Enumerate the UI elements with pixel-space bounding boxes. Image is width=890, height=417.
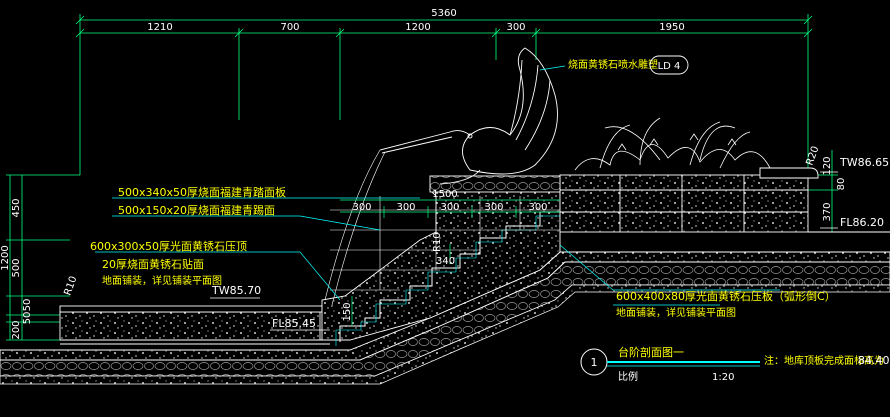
dim-right-120: 120: [822, 156, 833, 175]
callout-paving-2: 500x150x20厚烧面福建青踢面: [118, 203, 275, 217]
detail-ref-text: LD 4: [658, 61, 681, 72]
left-planter-wall: [59, 305, 330, 345]
title-number: 1: [591, 356, 598, 369]
dim-step-radius: R10: [432, 232, 443, 252]
dim-left-500: 500: [11, 258, 22, 277]
dim-tread-1: 300: [352, 202, 371, 213]
left-dimension-chain: [6, 174, 80, 341]
dim-riser-340: 340: [436, 256, 455, 267]
top-dimension-chain: [75, 14, 813, 175]
shrub-planting: [574, 117, 771, 171]
dim-right-80: 80: [836, 178, 847, 191]
detail-ref-bubble: LD 4: [649, 55, 689, 75]
dim-seg-1: 1210: [147, 22, 172, 33]
title-scale-label: 比例: [618, 370, 638, 383]
callout-paving-1: 500x340x50厚烧面福建青踏面板: [118, 185, 286, 199]
water-jet: [324, 149, 386, 306]
dim-seg-4: 300: [506, 22, 525, 33]
callout-slab-1: 600x400x80厚光面黄锈石压板（弧形倒C）: [616, 289, 836, 303]
level-tw-right: TW86.65: [839, 156, 889, 169]
callout-coping-2: 20厚烧面黄锈石贴面: [102, 257, 204, 271]
dim-tread-3: 300: [440, 202, 459, 213]
level-tw-left: TW85.70: [211, 284, 261, 297]
stone-cladding-grid: [330, 196, 560, 291]
dim-riser-150: 150: [342, 302, 353, 321]
dim-left-total: 1200: [0, 245, 11, 270]
callout-coping-3: 地面铺装，详见铺装平面图: [102, 274, 222, 287]
callout-slab-2: 地面铺装，详见铺装平面图: [616, 306, 736, 319]
dim-right-370: 370: [822, 202, 833, 221]
dim-left-450: 450: [11, 198, 22, 217]
level-fl-bottom: 84.40: [858, 354, 890, 367]
dim-tread-5: 300: [528, 202, 547, 213]
callout-coping-1: 600x300x50厚光面黄锈石压顶: [90, 239, 247, 253]
dim-left-50a: 50: [22, 312, 33, 325]
dim-left-200: 200: [11, 320, 22, 339]
dim-tread-2: 300: [396, 202, 415, 213]
dim-left-50b: 50: [22, 299, 33, 312]
dim-seg-5: 1950: [659, 22, 684, 33]
title-scale: 1:20: [712, 372, 734, 383]
title-block: [580, 348, 760, 376]
step-dimensions: [340, 199, 560, 326]
callout-radius-left: R10: [62, 275, 79, 297]
callout-radius-right: R20: [804, 145, 821, 167]
dim-seg-2: 700: [280, 22, 299, 33]
callout-sculpture: 烧面黄锈石喷水雕塑: [568, 58, 658, 71]
level-fl-left: FL85.45: [272, 317, 316, 330]
level-fl-right: FL86.20: [840, 216, 884, 229]
leader-lines: [95, 65, 780, 306]
dim-tread-total: 1500: [432, 189, 457, 200]
dim-seg-3: 1200: [405, 22, 430, 33]
dim-overall: 5360: [431, 8, 456, 19]
level-markers: [210, 171, 838, 331]
upper-planter-wall: [429, 167, 890, 233]
bird-sculpture: [379, 47, 558, 185]
title-note: 注：地库顶板完成面标高为: [764, 354, 884, 367]
title-name: 台阶剖面图一: [618, 345, 684, 359]
dim-tread-4: 300: [484, 202, 503, 213]
